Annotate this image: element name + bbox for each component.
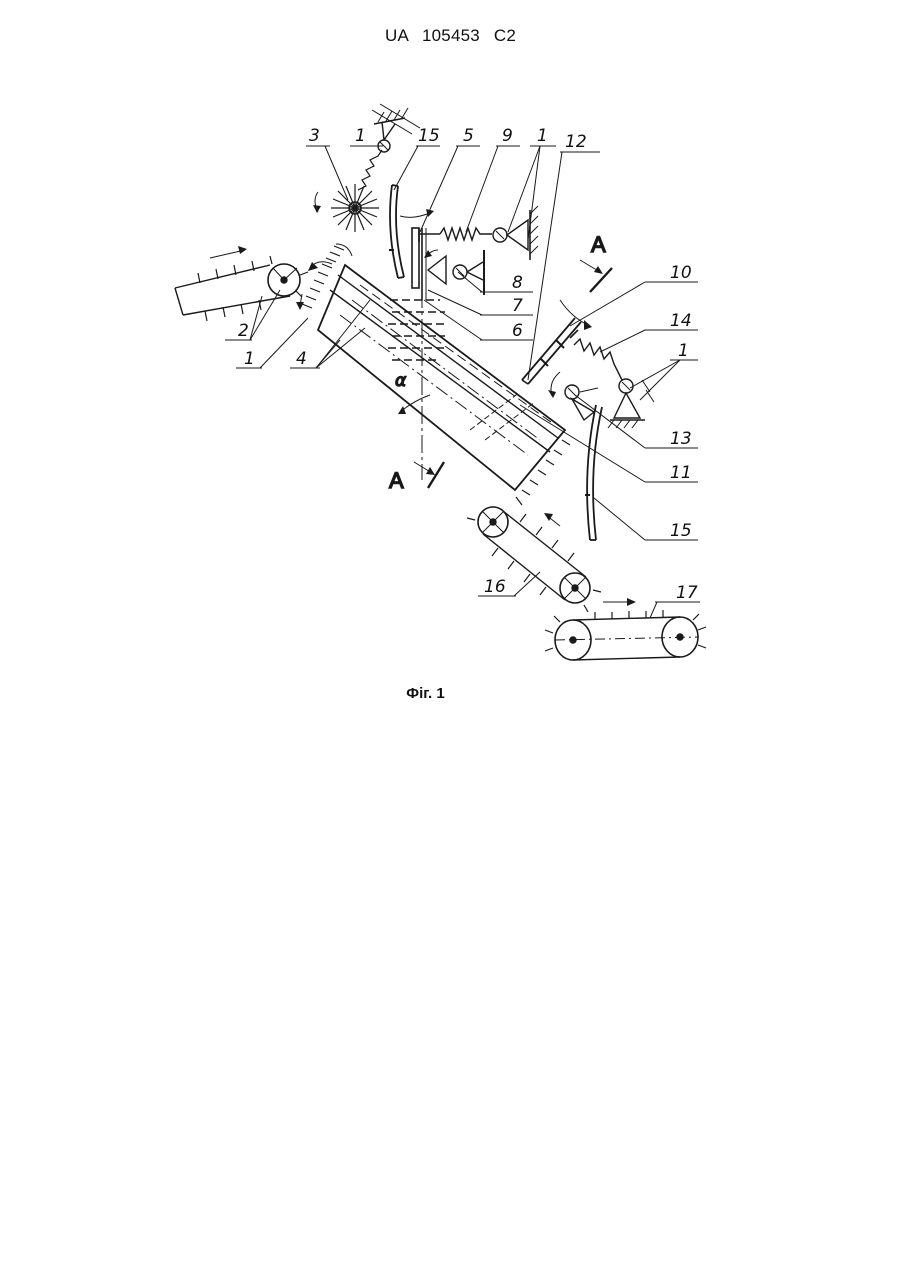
label-15-bottom: 15: [670, 521, 692, 541]
guide-15-top: [389, 185, 404, 278]
guide-15-bottom: [585, 405, 602, 540]
label-13: 13: [670, 429, 692, 449]
label-8: 8: [512, 273, 523, 293]
label-15-top: 15: [418, 126, 440, 146]
angle-alpha-label: α: [395, 371, 406, 391]
label-5: 5: [463, 126, 474, 146]
label-1-left: 1: [244, 349, 255, 369]
section-mark-bottom: [414, 462, 444, 488]
figure-caption: Фіг. 1: [0, 685, 851, 702]
body-teeth-right: [516, 440, 570, 505]
right-mechanism: [522, 300, 654, 428]
label-1-top: 1: [355, 126, 366, 146]
label-10: 10: [670, 263, 692, 283]
label-11: 11: [670, 463, 692, 483]
label-9: 9: [502, 126, 513, 146]
label-16: 16: [484, 577, 506, 597]
label-14: 14: [670, 311, 692, 331]
section-mark-top: [580, 260, 612, 292]
conveyor-17: [545, 598, 706, 660]
label-17: 17: [676, 583, 698, 603]
conveyor-2: [175, 246, 308, 321]
label-3: 3: [309, 126, 320, 146]
label-12: 12: [565, 132, 587, 152]
reference-numerals: 3 1 15 5 9 1 12 8 7 6 10 14 1 13 11 15 1…: [238, 126, 698, 603]
section-label-top: A: [591, 232, 606, 257]
top-pivot-mount: [372, 104, 420, 152]
label-2: 2: [238, 321, 249, 341]
body-teeth-left: [302, 246, 344, 308]
label-6: 6: [512, 321, 523, 341]
label-7: 7: [512, 296, 523, 316]
label-1-right-middle: 1: [678, 341, 689, 361]
leader-lines: [225, 146, 700, 618]
rotor-3: [313, 150, 382, 232]
section-label-bottom: A: [389, 468, 404, 493]
label-1-right-top: 1: [537, 126, 548, 146]
label-4: 4: [296, 349, 307, 369]
